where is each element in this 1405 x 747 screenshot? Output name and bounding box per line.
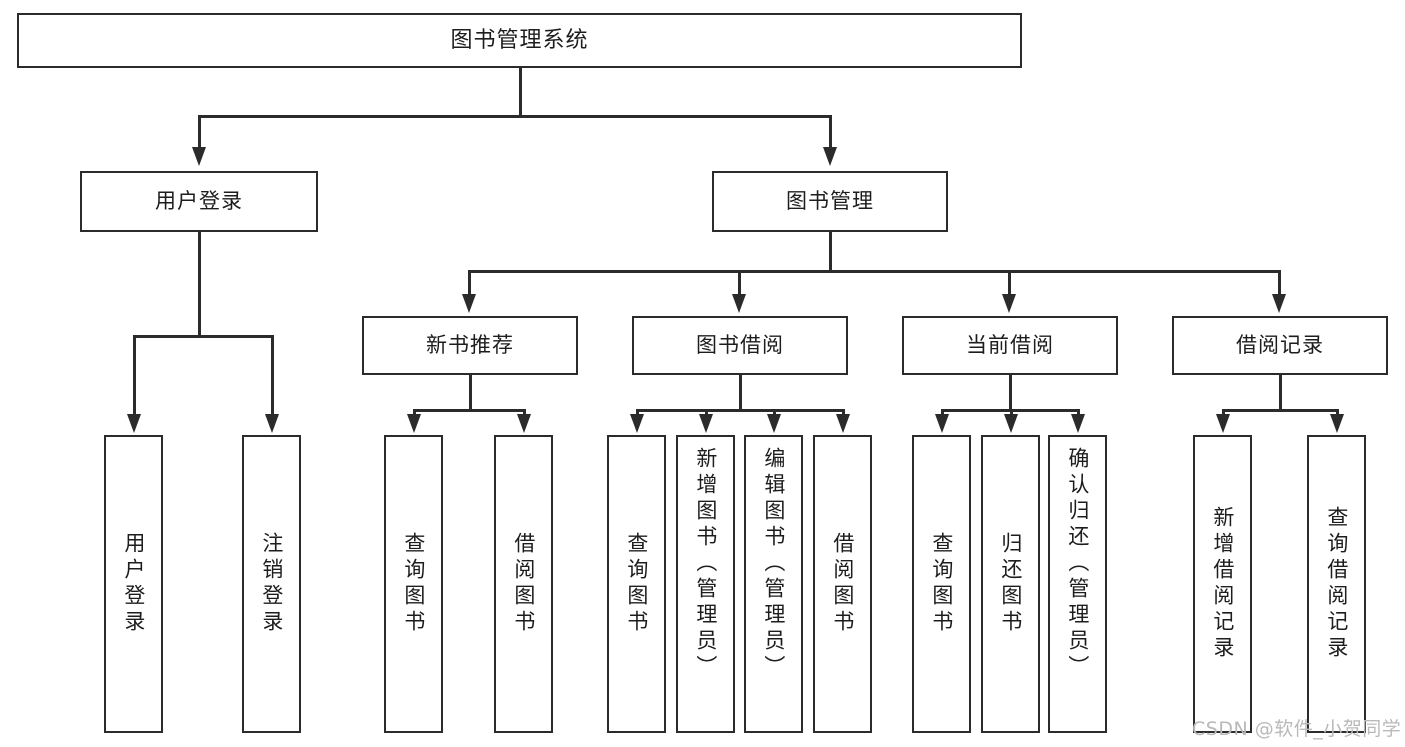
connector-root-to-user-login [198,115,201,147]
arrowhead-book-manage-to-new-book [462,294,476,313]
connector-book-manage-to-borrow-record [1278,270,1281,296]
connector-book-manage-to-book-borrow [738,270,741,296]
node-leaf-borrow-search[interactable]: 查询图书 [607,435,666,733]
connector-current-borrow-to-leaf-9 [941,409,944,417]
arrowhead-borrow-record-to-leaf-13 [1330,414,1344,433]
connector-book-borrow-to-leaf-6 [705,409,708,417]
node-leaf-current-confirm[interactable]: 确认归还（管理员） [1048,435,1107,733]
arrowhead-book-borrow-to-leaf-7 [767,414,781,433]
node-leaf-newbook-borrow[interactable]: 借阅图书 [494,435,553,733]
node-user-login[interactable]: 用户登录 [80,171,318,232]
node-borrow-record[interactable]: 借阅记录 [1172,316,1388,375]
connector-book-borrow-to-leaf-5 [636,409,639,417]
arrowhead-book-borrow-to-leaf-8 [836,414,850,433]
connector-root-to-book-manage [829,115,832,147]
node-root-system[interactable]: 图书管理系统 [17,13,1022,68]
connector-book-manage-stem [829,232,832,270]
node-leaf-current-search[interactable]: 查询图书 [912,435,971,733]
connector-book-manage-bar [468,270,1280,273]
node-leaf-record-search[interactable]: 查询借阅记录 [1307,435,1366,733]
node-new-book[interactable]: 新书推荐 [362,316,578,375]
node-current-borrow[interactable]: 当前借阅 [902,316,1118,375]
node-leaf-borrow-add[interactable]: 新增图书（管理员） [676,435,735,733]
arrowhead-borrow-record-to-leaf-12 [1216,414,1230,433]
node-leaf-borrow-lend[interactable]: 借阅图书 [813,435,872,733]
connector-borrow-record-to-leaf-12 [1222,409,1225,417]
arrowhead-current-borrow-to-leaf-11 [1071,414,1085,433]
connector-book-manage-to-new-book [468,270,471,296]
connector-book-borrow-to-leaf-7 [773,409,776,417]
connector-new-book-bar [413,409,525,412]
connector-user-login-bar [133,335,273,338]
node-book-manage[interactable]: 图书管理 [712,171,948,232]
node-leaf-user-logout[interactable]: 注销登录 [242,435,301,733]
connector-new-book-to-leaf-4 [523,409,526,417]
connector-borrow-record-stem [1279,375,1282,409]
connector-current-borrow-to-leaf-11 [1077,409,1080,417]
arrowhead-root-to-book-manage [823,147,837,166]
connector-current-borrow-to-leaf-10 [1010,409,1013,417]
connector-user-login-to-leaf-1 [133,335,136,416]
connector-current-borrow-stem [1009,375,1012,409]
connector-root-bar [198,115,832,118]
arrowhead-book-borrow-to-leaf-6 [699,414,713,433]
arrowhead-user-login-to-leaf-2 [265,414,279,433]
arrowhead-book-manage-to-current-borrow [1002,294,1016,313]
connector-book-manage-to-current-borrow [1008,270,1011,296]
node-leaf-user-login[interactable]: 用户登录 [104,435,163,733]
connector-book-borrow-stem [739,375,742,409]
connector-new-book-stem [469,375,472,409]
node-leaf-record-add[interactable]: 新增借阅记录 [1193,435,1252,733]
connector-book-borrow-bar [636,409,844,412]
node-leaf-current-return[interactable]: 归还图书 [981,435,1040,733]
arrowhead-book-manage-to-book-borrow [732,294,746,313]
arrowhead-book-manage-to-borrow-record [1272,294,1286,313]
arrowhead-root-to-user-login [192,147,206,166]
connector-borrow-record-bar [1222,409,1338,412]
arrowhead-book-borrow-to-leaf-5 [630,414,644,433]
node-leaf-borrow-edit[interactable]: 编辑图书（管理员） [744,435,803,733]
node-book-borrow[interactable]: 图书借阅 [632,316,848,375]
connector-borrow-record-to-leaf-13 [1336,409,1339,417]
arrowhead-new-book-to-leaf-3 [407,414,421,433]
connector-root-stem [519,68,522,115]
connector-user-login-to-leaf-2 [271,335,274,416]
arrowhead-new-book-to-leaf-4 [517,414,531,433]
arrowhead-user-login-to-leaf-1 [127,414,141,433]
connector-book-borrow-to-leaf-8 [842,409,845,417]
node-leaf-newbook-search[interactable]: 查询图书 [384,435,443,733]
connector-new-book-to-leaf-3 [413,409,416,417]
arrowhead-current-borrow-to-leaf-10 [1004,414,1018,433]
arrowhead-current-borrow-to-leaf-9 [935,414,949,433]
connector-user-login-stem [198,232,201,335]
